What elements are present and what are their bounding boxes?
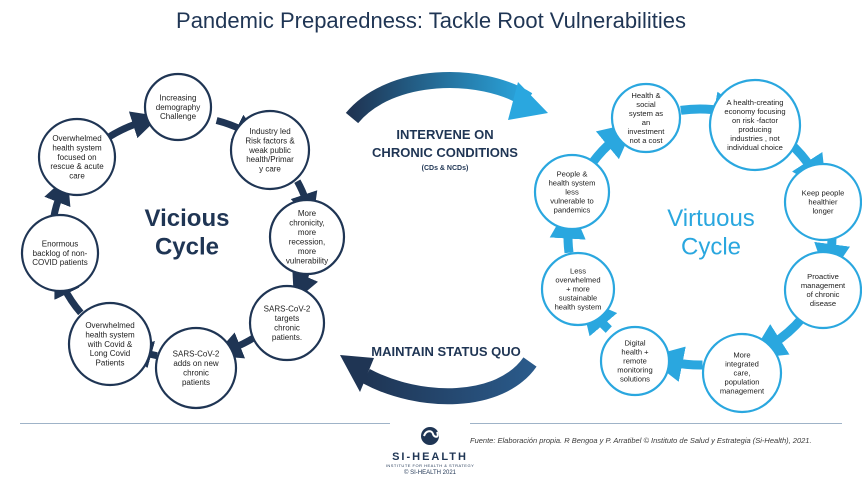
virtuous-arrow — [749, 315, 806, 359]
vicious-node-circle — [229, 109, 311, 191]
maintain-arrow-head — [340, 355, 374, 392]
virtuous-arrow — [646, 346, 703, 382]
virtuous-node-circle — [599, 325, 671, 397]
vicious-node-circle — [154, 326, 238, 410]
virtuous-node-circle — [701, 332, 783, 414]
intervene-arrow-head — [508, 82, 548, 120]
maintain-label: MAINTAIN STATUS QUO — [371, 344, 521, 359]
logo-tagline: INSTITUTE FOR HEALTH & STRATEGY — [385, 463, 475, 468]
vicious-node-circle — [37, 117, 117, 197]
intervene-sublabel: (CDs & NCDs) — [422, 165, 469, 172]
si-health-logo-icon — [421, 427, 439, 445]
logo-name: SI-HEALTH — [392, 451, 468, 463]
vicious-arrow — [104, 111, 160, 142]
virtuous-node-circle — [783, 250, 862, 330]
divider-left — [20, 423, 390, 424]
virtuous-node-circle — [610, 82, 682, 154]
vicious-node-circle — [67, 301, 153, 387]
logo-mark-circle — [421, 427, 439, 445]
intervene-label-line2: CHRONIC CONDITIONS — [372, 145, 518, 160]
source-note: Fuente: Elaboración propia. R Bengoa y P… — [470, 436, 812, 445]
virtuous-arrow — [588, 122, 636, 166]
virtuous-arrow — [549, 202, 586, 254]
intervene-arrow-body — [345, 72, 533, 124]
vicious-node-circle — [20, 213, 100, 293]
vicious-node-circle — [143, 72, 213, 142]
vicious-node-circle — [268, 198, 346, 276]
logo-copyright: © SI-HEALTH 2021 — [404, 470, 456, 476]
maintain-arrow-body — [362, 356, 537, 405]
divider-right — [470, 423, 842, 424]
virtuous-node-circle — [540, 251, 616, 327]
virtuous-node-circle — [533, 153, 611, 231]
intervene-label-line1: INTERVENE ON — [396, 127, 493, 142]
middle-arrows: INTERVENE ON CHRONIC CONDITIONS (CDs & NCD… — [340, 72, 548, 405]
vicious-arrow — [290, 179, 318, 222]
virtuous-arrow — [580, 297, 618, 337]
virtuous-node-circle — [783, 162, 862, 242]
virtuous-node-circle — [708, 78, 802, 172]
vicious-arrow — [44, 175, 71, 218]
page-title: Pandemic Preparedness: Tackle Root Vulne… — [176, 8, 686, 33]
logo-mark-swirl — [423, 430, 439, 438]
vicious-node-circle — [248, 284, 326, 362]
vicious-arrow — [213, 332, 256, 359]
